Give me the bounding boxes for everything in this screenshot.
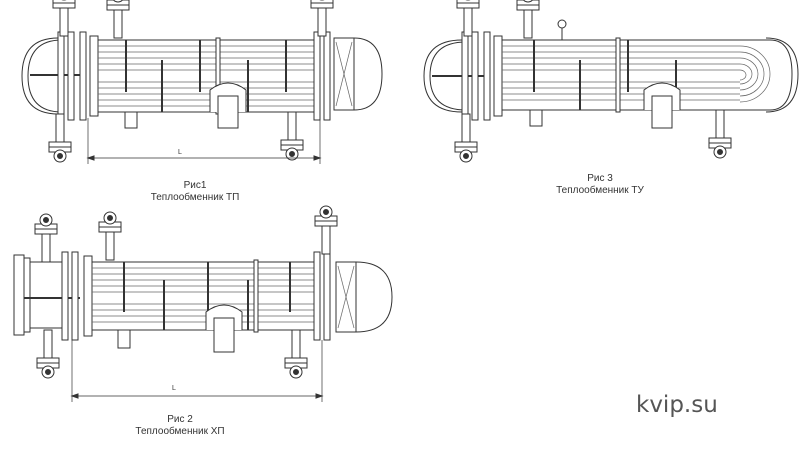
figure-number: Рис1 [183, 180, 207, 191]
heat-exchanger-tu-drawing [423, 0, 799, 163]
figure-title: Теплообменник ХП [135, 426, 225, 437]
figure-3-caption: Рис 3 Теплообменник ТУ [540, 173, 660, 197]
heat-exchanger-tp-drawing: L [21, 0, 383, 164]
figure-title: Теплообменник ТУ [556, 185, 644, 196]
site-watermark: kvip.su [636, 392, 718, 418]
figure-number: Рис 2 [167, 414, 193, 425]
figure-title: Теплообменник ТП [150, 192, 240, 203]
figure-number: Рис 3 [587, 173, 613, 184]
dimension-label: L [172, 385, 176, 392]
dimension-label: L [178, 149, 182, 156]
figure-2-caption: Рис 2 Теплообменник ХП [125, 414, 235, 438]
figure-1-caption: Рис1 Теплообменник ТП [140, 180, 250, 204]
heat-exchanger-hp-drawing: L [13, 205, 393, 402]
